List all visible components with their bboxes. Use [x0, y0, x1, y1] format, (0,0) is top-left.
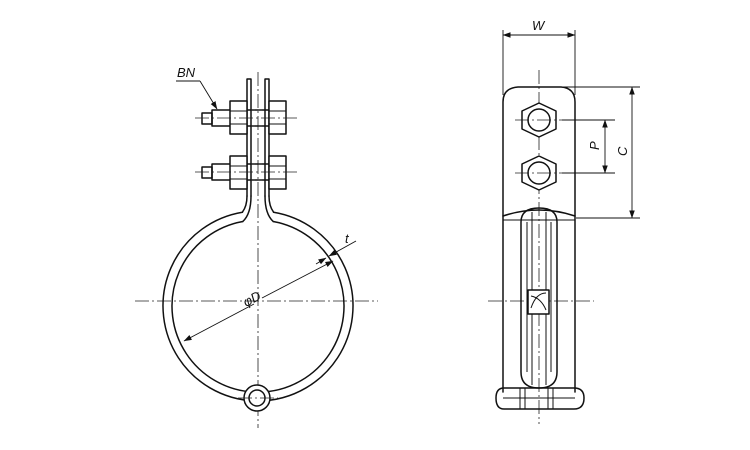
front-view: BN φD t — [135, 65, 378, 428]
width-label: W — [532, 18, 546, 33]
thickness-dimension: t — [315, 231, 357, 265]
diameter-dimension: φD — [183, 260, 334, 342]
lower-bolt-assembly — [195, 155, 298, 190]
hinge-pin — [238, 384, 278, 412]
side-lower-hex-nut — [515, 155, 563, 191]
side-view: W P C — [488, 18, 640, 424]
side-slot — [520, 207, 558, 389]
side-upper-hex-nut — [515, 102, 563, 138]
bn-label: BN — [177, 65, 196, 80]
pitch-label: P — [587, 141, 602, 150]
side-body-outline — [502, 86, 576, 393]
width-dimension: W — [502, 18, 576, 95]
upper-bolt-assembly — [195, 100, 298, 135]
clamp-ears — [246, 78, 270, 197]
side-bottom-rod — [495, 387, 585, 410]
thickness-label: t — [345, 231, 350, 246]
center-height-label: C — [615, 146, 630, 156]
pitch-dimension: P — [562, 119, 615, 174]
maker-mark-emblem — [527, 289, 550, 315]
bn-leader: BN — [176, 65, 218, 110]
diameter-label: φD — [240, 288, 263, 310]
side-upper-band-edge — [502, 209, 576, 217]
center-height-dimension: C — [541, 86, 640, 219]
